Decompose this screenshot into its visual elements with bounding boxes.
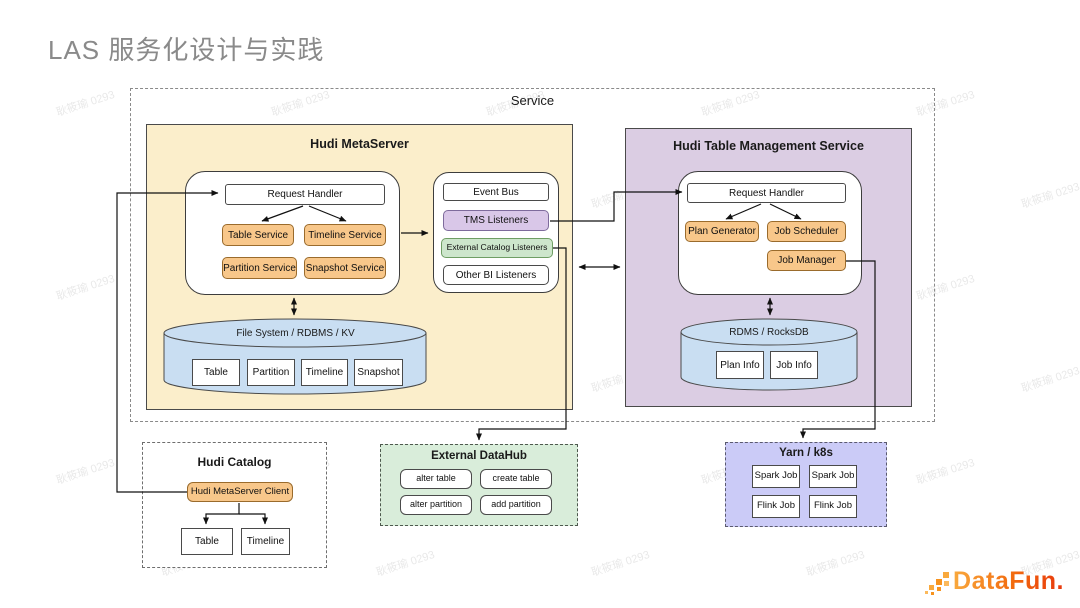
- tms-title: Hudi Table Management Service: [673, 139, 864, 153]
- node-job-manager: Job Manager: [767, 250, 846, 271]
- node-storage-table: Table: [192, 359, 240, 386]
- node-table-service: Table Service: [222, 224, 294, 246]
- node-storage-timeline: Timeline: [301, 359, 348, 386]
- metaserver-title: Hudi MetaServer: [310, 137, 409, 151]
- hudi-catalog-title: Hudi Catalog: [197, 455, 272, 469]
- node-storage-partition: Partition: [247, 359, 295, 386]
- metaserver-storage-label: File System / RDBMS / KV: [236, 328, 355, 339]
- datafun-logo: DataFun.: [925, 566, 1064, 596]
- yarn-k8s-title: Yarn / k8s: [779, 447, 833, 459]
- node-spark-job-1: Spark Job: [752, 465, 800, 488]
- watermark-text: 耿筱瑜 0293: [804, 548, 867, 580]
- watermark-text: 耿筱瑜 0293: [1019, 364, 1080, 396]
- node-alter-table: alter table: [400, 469, 472, 489]
- node-request-handler-ms: Request Handler: [225, 184, 385, 205]
- watermark-text: 耿筱瑜 0293: [374, 548, 437, 580]
- node-storage-snapshot: Snapshot: [354, 359, 403, 386]
- node-job-scheduler: Job Scheduler: [767, 221, 846, 242]
- node-catalog-timeline: Timeline: [241, 528, 290, 555]
- node-spark-job-2: Spark Job: [809, 465, 857, 488]
- watermark-text: 耿筱瑜 0293: [54, 456, 117, 488]
- node-catalog-table: Table: [181, 528, 233, 555]
- metaserver-storage-cylinder: File System / RDBMS / KV Table Partition…: [163, 318, 428, 396]
- external-datahub-title: External DataHub: [431, 450, 527, 462]
- node-plan-info: Plan Info: [716, 351, 764, 379]
- watermark-text: 耿筱瑜 0293: [54, 88, 117, 120]
- node-add-partition: add partition: [480, 495, 552, 515]
- node-timeline-service: Timeline Service: [304, 224, 386, 246]
- node-flink-job-2: Flink Job: [809, 495, 857, 518]
- node-snapshot-service: Snapshot Service: [304, 257, 386, 279]
- node-partition-service: Partition Service: [222, 257, 297, 279]
- page-title: LAS 服务化设计与实践: [48, 35, 325, 65]
- node-alter-partition: alter partition: [400, 495, 472, 515]
- tms-storage-cylinder: RDMS / RocksDB Plan Info Job Info: [680, 318, 858, 392]
- datafun-logo-pixels: [925, 572, 950, 595]
- watermark-text: 耿筱瑜 0293: [914, 456, 977, 488]
- watermark-text: 耿筱瑜 0293: [1019, 180, 1080, 212]
- node-hudi-metaserver-client: Hudi MetaServer Client: [187, 482, 293, 502]
- watermark-text: 耿筱瑜 0293: [54, 272, 117, 304]
- node-plan-generator: Plan Generator: [685, 221, 759, 242]
- tms-storage-label: RDMS / RocksDB: [729, 327, 809, 338]
- node-create-table: create table: [480, 469, 552, 489]
- node-other-bi-listeners: Other BI Listeners: [443, 265, 549, 285]
- node-job-info: Job Info: [770, 351, 818, 379]
- service-label: Service: [510, 93, 555, 108]
- node-request-handler-tms: Request Handler: [687, 183, 846, 203]
- watermark-text: 耿筱瑜 0293: [589, 548, 652, 580]
- node-external-catalog-listeners: External Catalog Listeners: [441, 238, 553, 258]
- datafun-logo-text: DataFun.: [953, 567, 1064, 595]
- node-event-bus: Event Bus: [443, 183, 549, 201]
- node-flink-job-1: Flink Job: [752, 495, 800, 518]
- node-tms-listeners: TMS Listeners: [443, 210, 549, 231]
